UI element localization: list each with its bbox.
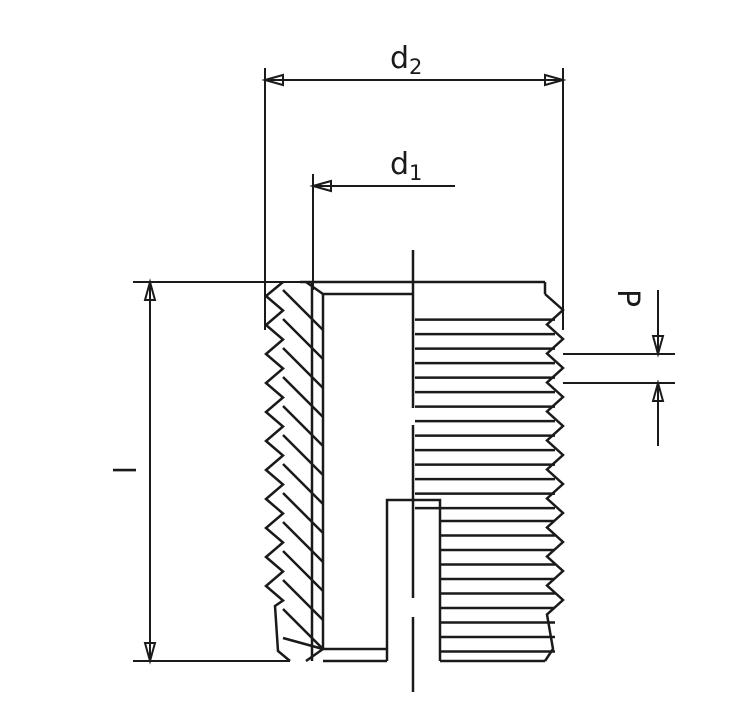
- d2-arrow-right-icon: [544, 73, 567, 87]
- pitch-arrow-top-icon: [651, 335, 665, 358]
- left-thread-profile: [264, 281, 291, 662]
- left-section-hatch: [282, 579, 324, 621]
- bore-bottom-chamfer: [305, 647, 387, 663]
- left-section-hatch: [282, 550, 324, 592]
- left-section-hatch: [282, 463, 324, 505]
- left-section-hatch: [282, 636, 324, 651]
- left-section-hatch: [282, 347, 324, 389]
- left-section-hatch: [282, 521, 324, 563]
- dimension-label-length: l: [105, 465, 141, 475]
- left-section-hatch: [282, 608, 324, 650]
- left-section-hatch: [282, 289, 324, 331]
- right-thread-profile: [543, 293, 565, 662]
- dimension-label-d2: d2: [390, 41, 423, 79]
- left-section-hatch: [282, 376, 324, 418]
- length-arrow-bottom-icon: [143, 642, 157, 665]
- d2-arrow-left-icon: [261, 73, 284, 87]
- left-section-hatch: [282, 434, 324, 476]
- pitch-arrow-bottom-icon: [651, 379, 665, 402]
- slot-outline: [385, 498, 442, 661]
- d1-arrow-icon: [309, 179, 332, 193]
- left-section-hatch: [282, 318, 324, 360]
- dimension-label-d1: d1: [390, 147, 423, 185]
- dimension-label-pitch: P: [610, 288, 646, 308]
- left-section-hatch: [282, 492, 324, 534]
- length-arrow-top-icon: [143, 278, 157, 301]
- bore-top-chamfer: [305, 280, 413, 296]
- left-section-hatch: [282, 405, 324, 447]
